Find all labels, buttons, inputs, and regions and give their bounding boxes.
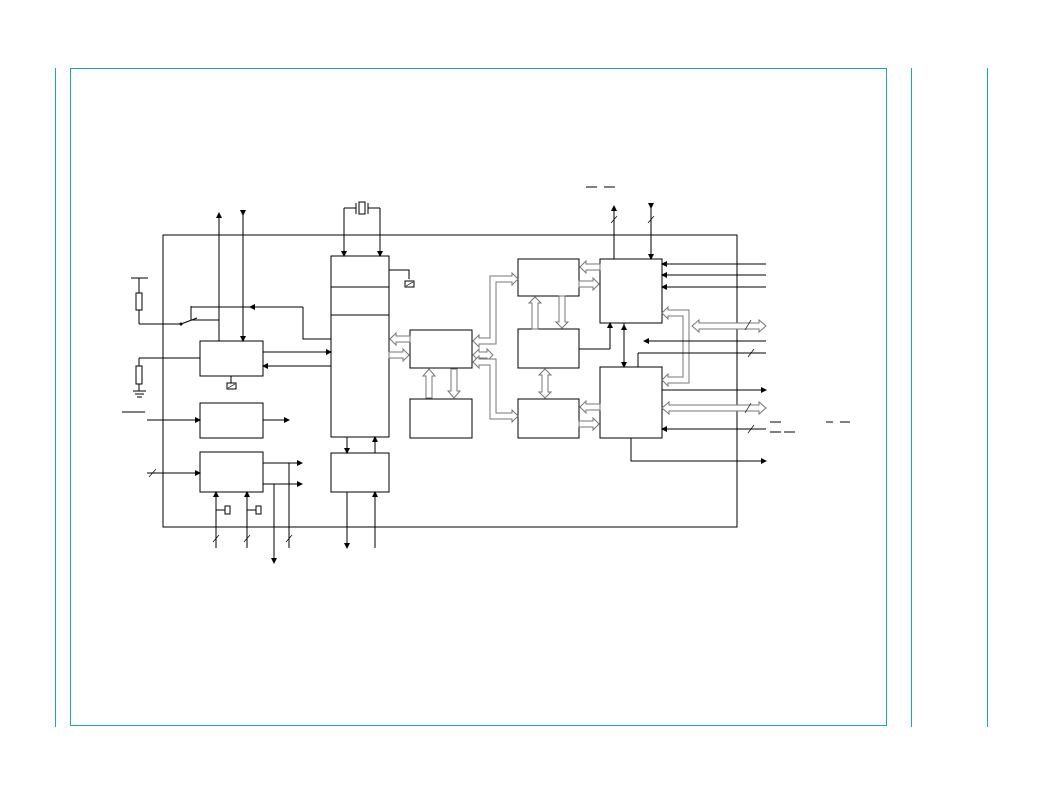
right-bus-arrows [661,318,767,416]
io-port-block [199,451,264,493]
lower-buffer-block [517,398,580,439]
chip-outline [162,234,738,528]
right-outer-margin-rule [987,68,988,727]
interface-interconnect [637,305,766,388]
peripheral-block [330,452,390,493]
bus-interface-block [409,329,473,369]
left-outer-margin-rule [55,68,56,727]
memory-bus-arrows [421,368,462,399]
processor-core-block [330,255,390,438]
upper-interface-pins [661,261,766,290]
memory-block [409,398,473,439]
buffer-interconnect-arrows [527,259,601,432]
lower-interface-pins [630,387,850,464]
reset-resistor-circuit [131,277,331,340]
lower-interface-block [599,366,663,439]
upper-interface-block [599,258,663,324]
core-test-output [389,269,415,288]
middle-buffer-block [517,328,580,369]
top-right-pins [586,186,655,260]
voltage-monitor-block [199,402,264,439]
right-margin-rule [911,68,912,727]
upper-buffer-block [517,258,580,297]
voltage-divider-circuit [133,357,237,398]
bus-interface-routing [472,271,519,424]
page-frame [70,68,887,726]
crystal-symbol [341,201,383,257]
core-bus-arrows [388,331,411,363]
io-lower-pins [212,484,277,564]
reset-control-block [199,340,264,377]
